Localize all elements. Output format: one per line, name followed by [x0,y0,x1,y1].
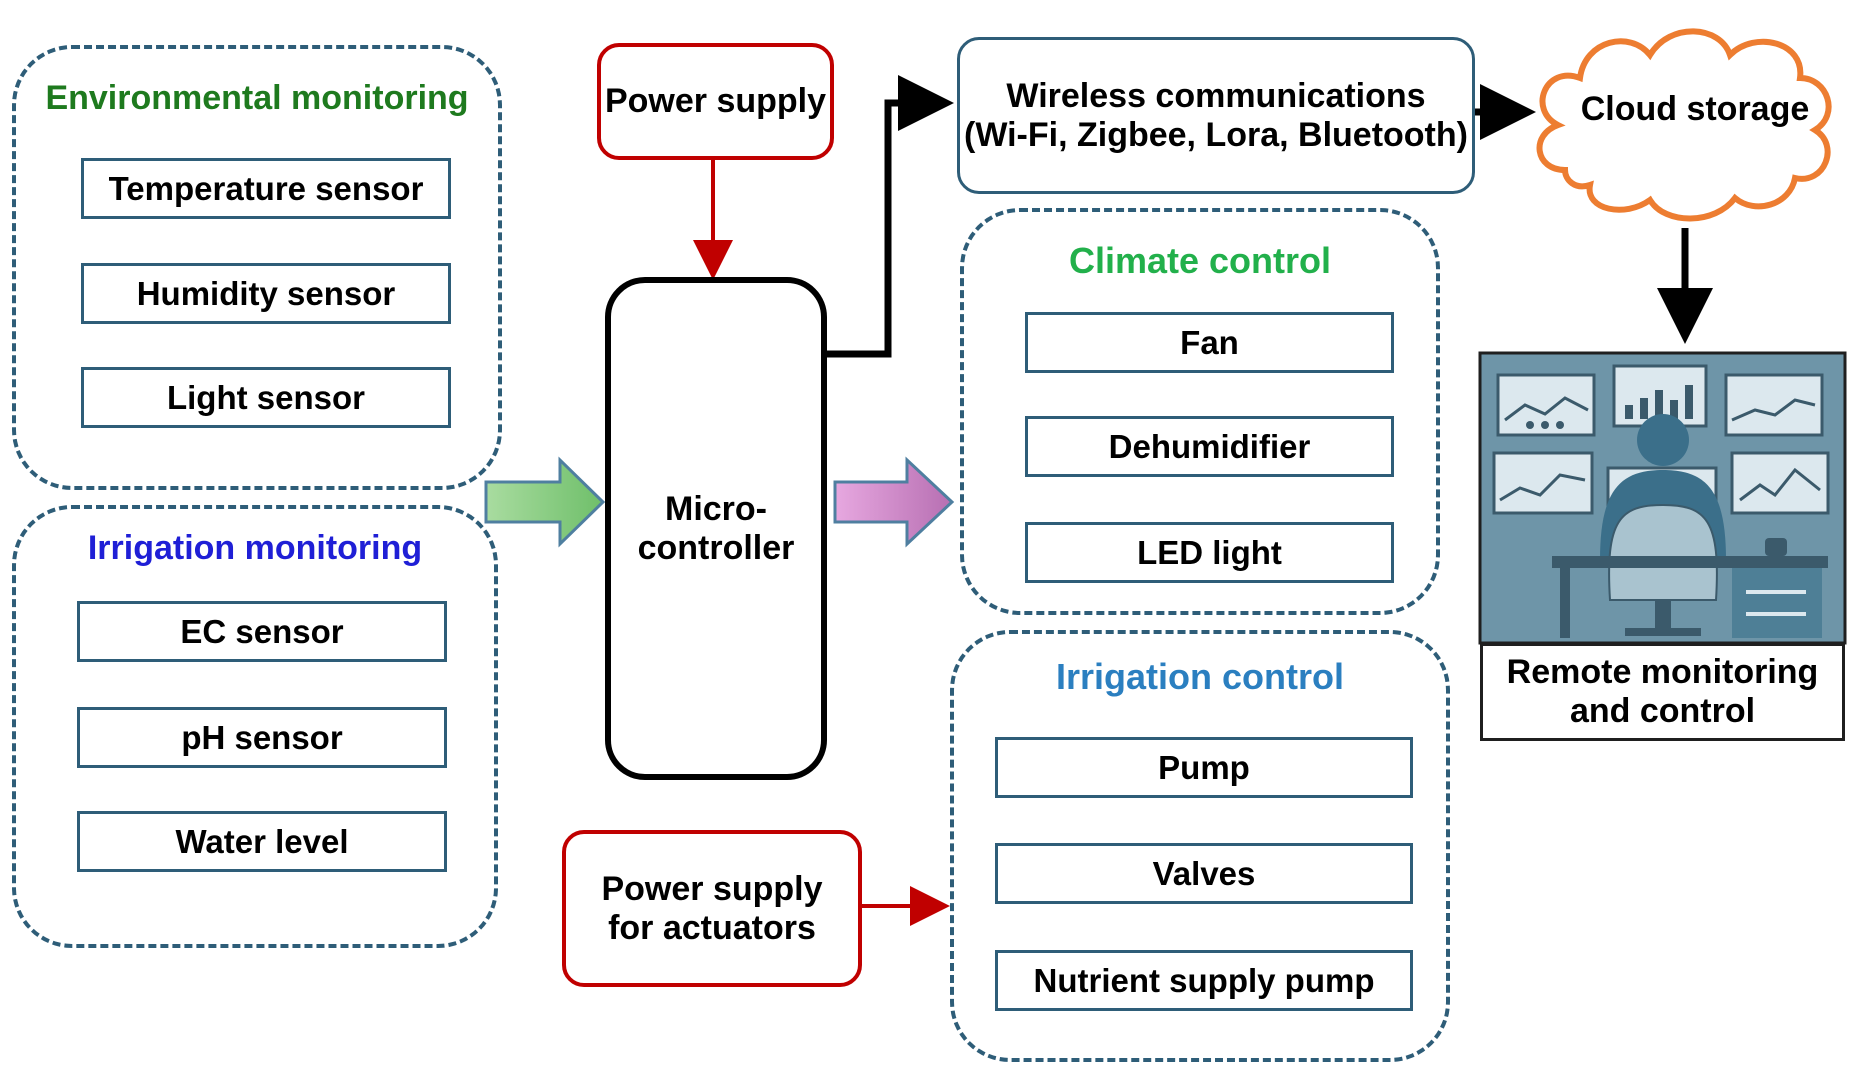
wireless-communications-box: Wireless communications (Wi-Fi, Zigbee, … [957,37,1475,194]
microcontroller-label-line1: Micro- [665,489,767,528]
irrigation-control-group: Irrigation control [950,630,1450,1062]
microcontroller-label-line2: controller [637,528,795,567]
dehumidifier-box: Dehumidifier [1025,416,1394,477]
cloud-shape [1536,28,1832,222]
actuator-power-label-line1: Power supply [601,869,823,908]
nutrient-supply-pump-box: Nutrient supply pump [995,950,1413,1011]
irrigation-monitoring-group: Irrigation monitoring [12,505,498,948]
arrow-mcu-to-actuators [833,456,955,548]
remote-label-line2: and control [1569,692,1756,730]
environmental-monitoring-title: Environmental monitoring [45,79,469,117]
chair-icon [1608,503,1718,601]
cloud-storage-label: Cloud storage [1580,90,1810,128]
water-level-box: Water level [77,811,447,872]
power-supply-label: Power supply [604,82,827,120]
remote-monitoring-box: Remote monitoring and control [1480,643,1845,741]
humidity-sensor-box: Humidity sensor [81,263,451,324]
valves-box: Valves [995,843,1413,904]
environmental-monitoring-group: Environmental monitoring [12,45,502,490]
temperature-sensor-box: Temperature sensor [81,158,451,219]
arrow-sensors-to-mcu [484,456,606,548]
led-light-box: LED light [1025,522,1394,583]
irrigation-monitoring-title: Irrigation monitoring [87,529,423,567]
remote-monitoring-illustration [1478,351,1847,645]
person-head [1637,414,1689,466]
power-supply-box: Power supply [597,43,834,160]
microcontroller-box: Micro- controller [605,277,827,780]
actuator-power-supply-box: Power supply for actuators [562,830,862,987]
cup-icon [1765,538,1787,556]
irrigation-control-title: Irrigation control [1056,656,1344,697]
wireless-label-line1: Wireless communications [1006,76,1426,115]
climate-control-title: Climate control [1068,240,1332,281]
actuator-power-label-line2: for actuators [608,908,816,947]
ph-sensor-box: pH sensor [77,707,447,768]
light-sensor-box: Light sensor [81,367,451,428]
fan-box: Fan [1025,312,1394,373]
arrow-mcu-to-wireless [822,75,954,358]
ec-sensor-box: EC sensor [77,601,447,662]
wireless-label-line2: (Wi-Fi, Zigbee, Lora, Bluetooth) [964,115,1468,154]
climate-control-group: Climate control [960,208,1440,615]
pump-box: Pump [995,737,1413,798]
remote-label-line1: Remote monitoring [1506,653,1819,691]
